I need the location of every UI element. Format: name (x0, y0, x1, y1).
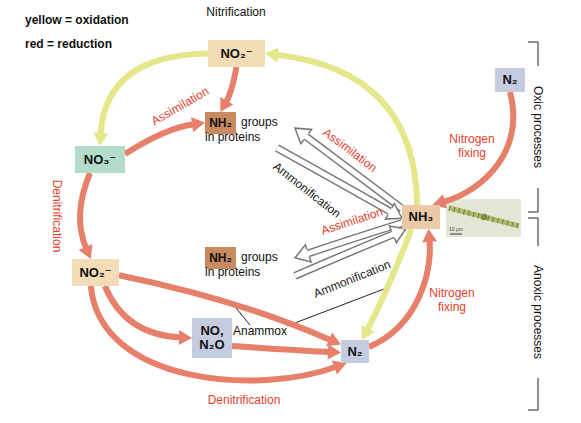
arrow-head (265, 48, 279, 63)
connector-line (91, 286, 336, 381)
arrow-head (385, 204, 402, 220)
node-text: NO₂⁻ (79, 266, 111, 280)
node-text: NO, N₂O (192, 324, 232, 352)
connector-line (369, 240, 430, 347)
arrow-head (79, 244, 93, 259)
zone-label: Anoxic processes (531, 265, 545, 359)
arrow-head (93, 133, 108, 146)
filament (449, 208, 519, 226)
arrow-head (295, 245, 311, 262)
node-text: N₂ (502, 73, 517, 87)
scale-bar (450, 234, 462, 235)
connector-line (367, 229, 411, 330)
node-text: NO₂⁻ (220, 47, 252, 61)
connector-line (232, 346, 330, 352)
key-note: red = reduction (25, 37, 112, 51)
key-note: yellow = oxidation (25, 13, 129, 27)
node-text: N₂ (347, 345, 362, 359)
protein-node: NH₂groups in proteins (205, 112, 295, 148)
arrow-head (328, 345, 341, 360)
edge-label: Nitrogen fixing (424, 286, 480, 314)
edge-label: Nitrogen fixing (446, 132, 498, 160)
edge-label: Denitrification (50, 180, 64, 253)
node-text: NO₃⁻ (84, 153, 116, 167)
connector-arrow (369, 229, 437, 347)
micrograph (446, 199, 521, 237)
nitrite-box: NO₂⁻ (72, 259, 119, 286)
connector-arrow (105, 286, 192, 345)
oxide-box: NO, N₂O (192, 318, 232, 358)
ammonia-box: NH₃ (402, 205, 440, 229)
micrograph-frame (446, 199, 521, 237)
arrow-head (326, 333, 341, 347)
connector-arrow (79, 173, 93, 259)
arrow-head (361, 325, 374, 340)
edge-label: Denitrification (208, 393, 281, 407)
nitrite-box: NO₂⁻ (208, 40, 265, 67)
filament-cells (449, 208, 519, 226)
arrow-head (422, 229, 437, 243)
process-title: Nitrification (206, 5, 265, 19)
arrow-head (191, 117, 205, 132)
nitrogen-box: N₂ (341, 340, 369, 363)
connector-arrow (432, 92, 513, 209)
connector-line (80, 173, 90, 249)
connector-line (105, 286, 181, 338)
zone-label: Oxic processes (531, 86, 545, 168)
arrow-head (179, 330, 192, 345)
connector-line (226, 67, 237, 103)
scale-label: 10 µm (449, 226, 463, 232)
connector-arrow (91, 286, 347, 381)
edge-label: Assimilation (149, 84, 211, 128)
node-caption: groups in proteins (205, 115, 285, 145)
connector-line (125, 124, 194, 154)
arrow-head (220, 97, 233, 112)
heterocyst (481, 214, 487, 220)
process-label: Anammox (233, 324, 287, 338)
node-text: NH₃ (409, 210, 434, 224)
node-caption: groups in proteins (205, 250, 285, 280)
nitrogen-box: N₂ (495, 68, 525, 92)
connector-arrow (220, 67, 236, 112)
connector-arrow (232, 345, 341, 360)
nitrate-box: NO₃⁻ (75, 146, 125, 173)
protein-node: NH₂groups in proteins (205, 247, 295, 283)
arrow-head (295, 128, 312, 144)
connector-line (443, 92, 513, 202)
